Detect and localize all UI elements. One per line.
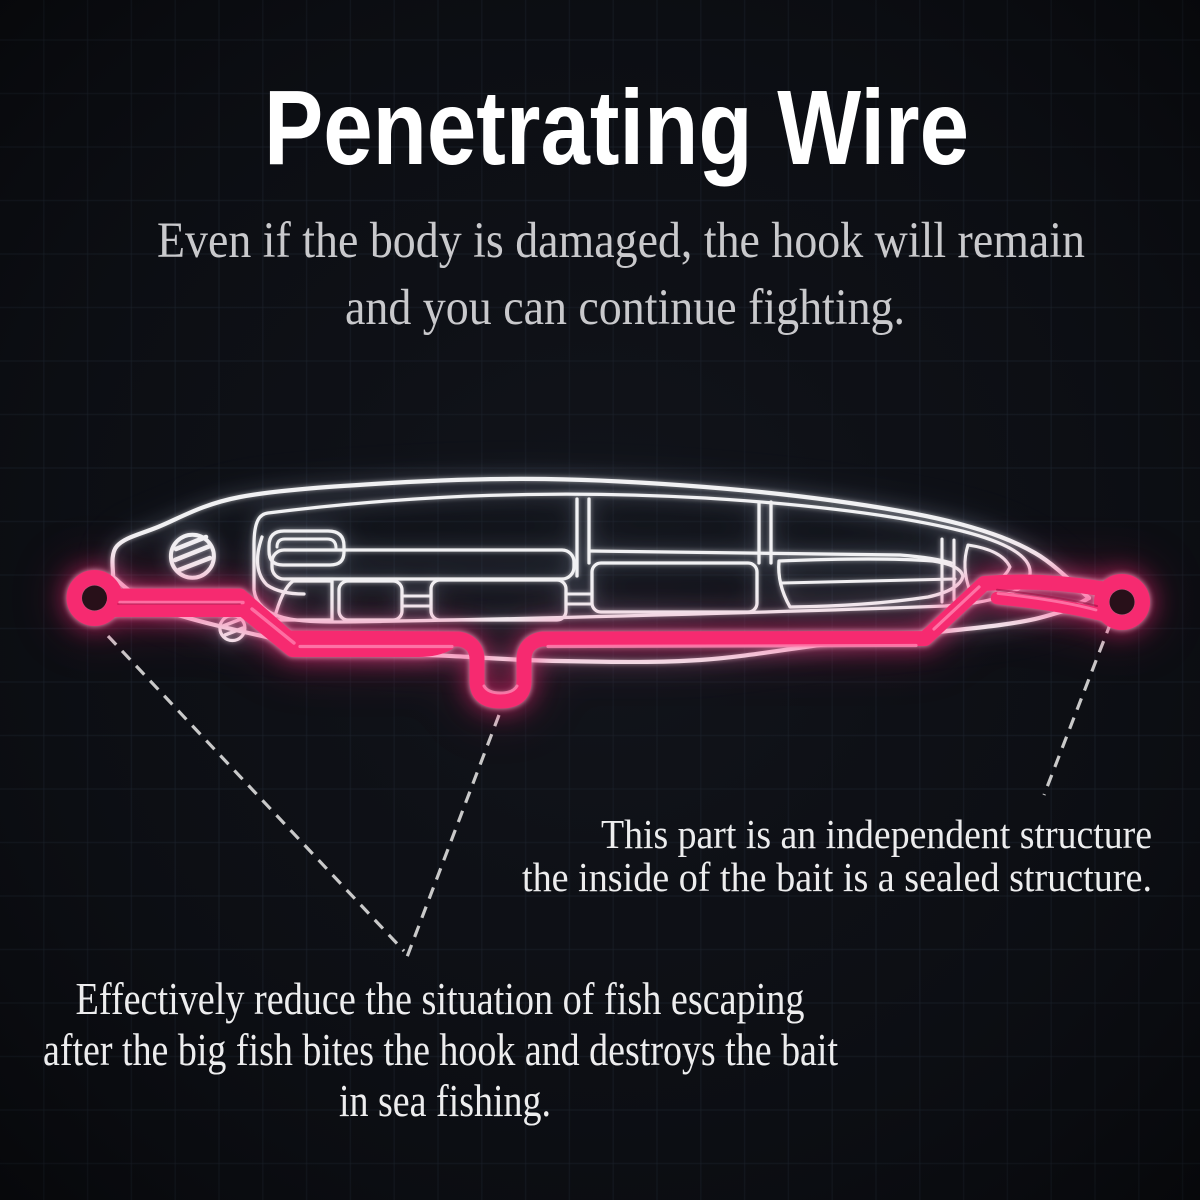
- svg-text:Penetrating Wire: Penetrating Wire: [264, 69, 969, 187]
- svg-text:in sea fishing.: in sea fishing.: [339, 1075, 551, 1126]
- svg-text:Effectively reduce the situati: Effectively reduce the situation of fish…: [76, 973, 805, 1024]
- svg-text:and you can continue fighting.: and you can continue fighting.: [345, 280, 905, 336]
- svg-text:This part is an independent st: This part is an independent structure: [601, 811, 1152, 857]
- svg-text:the inside of the bait is a se: the inside of the bait is a sealed struc…: [522, 854, 1152, 900]
- svg-text:Even if the body is damaged, t: Even if the body is damaged, the hook wi…: [157, 213, 1085, 269]
- svg-text:after the big fish bites the h: after the big fish bites the hook and de…: [43, 1024, 838, 1075]
